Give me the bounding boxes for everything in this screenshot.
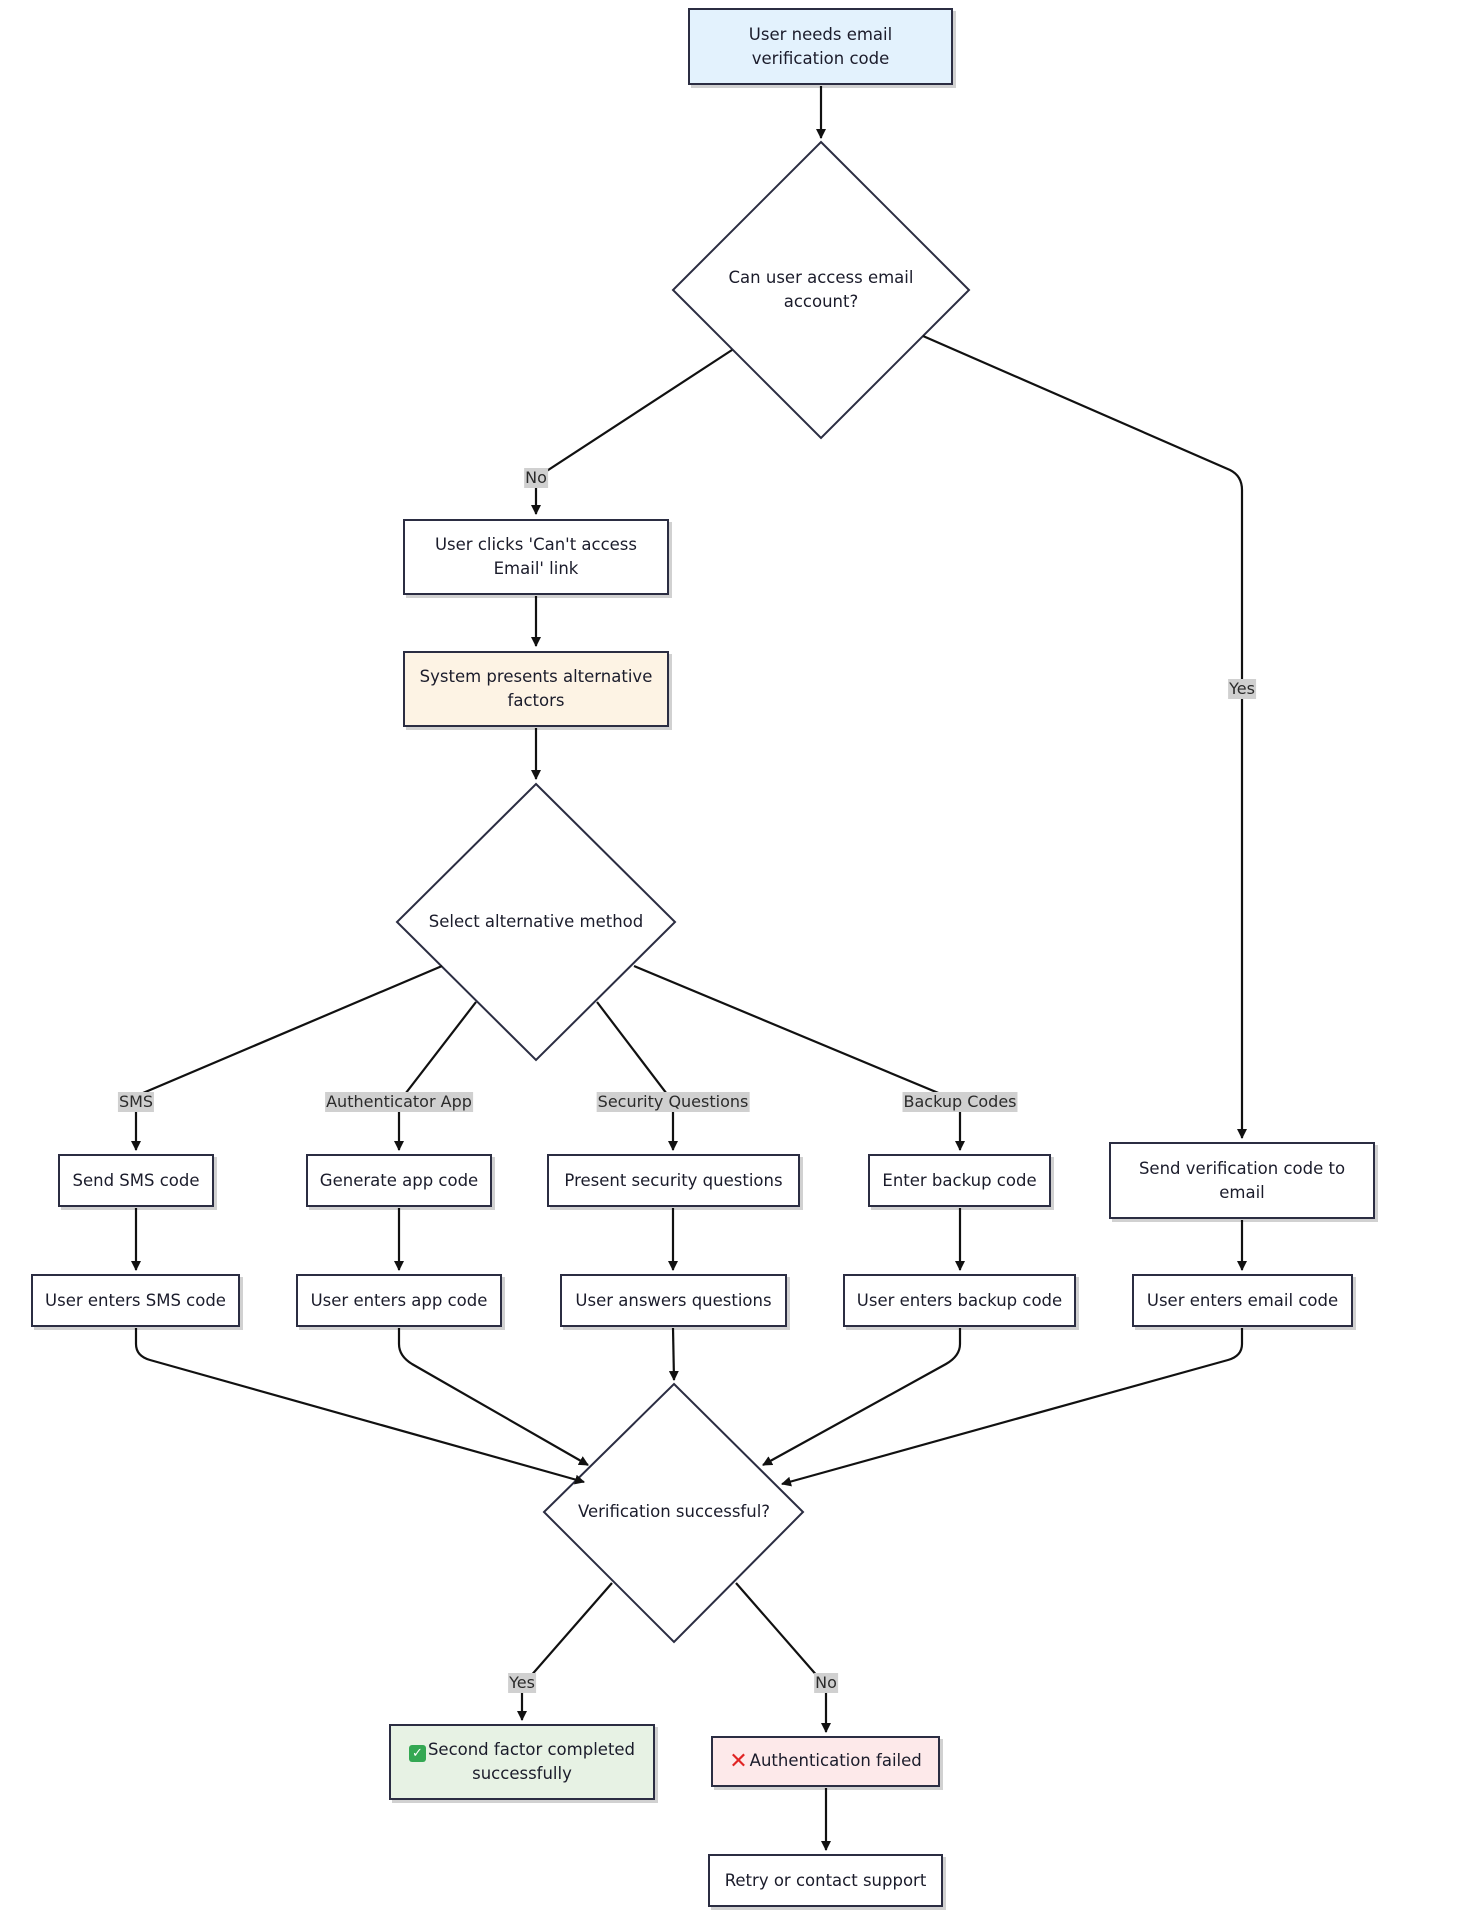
start-label: User needs email verification code <box>748 24 893 68</box>
edge-label-yes-verify: Yes <box>508 1673 536 1693</box>
edge-no-email <box>531 349 733 515</box>
success-node: ✓Second factor completed successfully <box>389 1724 655 1800</box>
present-questions-label: Present security questions <box>564 1170 783 1190</box>
check-mark-icon: ✓ <box>408 1745 426 1762</box>
edge-backup <box>633 964 965 1151</box>
enter-sms-node: User enters SMS code <box>31 1274 240 1327</box>
edge-verify-yes <box>517 1582 613 1721</box>
decision-select-method-shape <box>395 782 677 1062</box>
system-presents-label: System presents alternative factors <box>419 667 653 710</box>
present-questions-node: Present security questions <box>547 1154 800 1207</box>
failed-label: Authentication failed <box>749 1751 922 1770</box>
cant-access-link-label: User clicks 'Can't access Email' link <box>434 535 638 578</box>
edge-label-sms: SMS <box>117 1092 155 1112</box>
verification-label: Verification successful? <box>577 1502 771 1521</box>
retry-label: Retry or contact support <box>724 1870 927 1890</box>
edge-label-auth-app: Authenticator App <box>325 1092 473 1112</box>
generate-app-node: Generate app code <box>306 1154 492 1207</box>
edge-enter-backup-to-verify <box>762 1328 962 1466</box>
enter-backup-code-label: User enters backup code <box>856 1290 1063 1310</box>
enter-backup-label: Enter backup code <box>882 1170 1037 1190</box>
edge-label-yes-email: Yes <box>1228 679 1256 699</box>
edge-security-q <box>596 1001 678 1151</box>
edge-verify-no <box>735 1582 831 1733</box>
send-sms-label: Send SMS code <box>72 1170 200 1190</box>
enter-email-label: User enters email code <box>1146 1290 1339 1310</box>
send-email-node: Send verification code to email <box>1109 1142 1375 1219</box>
cross-mark-icon: ✕ <box>729 1749 748 1774</box>
generate-app-label: Generate app code <box>319 1170 479 1190</box>
retry-node: Retry or contact support <box>708 1854 943 1907</box>
send-sms-node: Send SMS code <box>58 1154 214 1207</box>
edge-label-security-q: Security Questions <box>596 1092 750 1112</box>
decision-can-access-shape <box>671 140 971 440</box>
edge-enter-email-to-verify <box>781 1328 1244 1487</box>
edge-enter-app-to-verify <box>397 1328 589 1466</box>
start-node: User needs email verification code <box>688 8 953 85</box>
edge-auth-app <box>394 1001 477 1151</box>
enter-backup-code-node: User enters backup code <box>843 1274 1076 1327</box>
edge-sms <box>131 964 443 1151</box>
edge-enter-sms-to-verify <box>134 1328 585 1485</box>
system-presents-node: System presents alternative factors <box>403 651 669 727</box>
edge-label-no-verify: No <box>814 1673 838 1693</box>
enter-sms-label: User enters SMS code <box>45 1290 226 1310</box>
can-access-label: Can user access email account? <box>728 268 914 311</box>
send-email-label: Send verification code to email <box>1138 1158 1346 1202</box>
edge-answer-to-verify <box>668 1327 679 1381</box>
success-label: Second factor completed successfully <box>427 1740 636 1783</box>
edge-label-backup: Backup Codes <box>902 1092 1018 1112</box>
edge-yes-email <box>922 334 1247 1139</box>
answer-questions-node: User answers questions <box>560 1274 787 1327</box>
enter-app-node: User enters app code <box>296 1274 502 1327</box>
failed-text: ✕Authentication failed <box>729 1749 922 1774</box>
success-text: ✓Second factor completed successfully <box>401 1738 643 1786</box>
failed-node: ✕Authentication failed <box>711 1736 940 1787</box>
select-method-label: Select alternative method <box>428 912 644 931</box>
answer-questions-label: User answers questions <box>575 1290 772 1310</box>
decision-verification-shape <box>542 1382 805 1644</box>
enter-backup-node: Enter backup code <box>868 1154 1051 1207</box>
cant-access-link-node: User clicks 'Can't access Email' link <box>403 519 669 595</box>
edge-label-no-email: No <box>524 468 548 488</box>
enter-email-node: User enters email code <box>1132 1274 1353 1327</box>
enter-app-label: User enters app code <box>310 1290 488 1310</box>
